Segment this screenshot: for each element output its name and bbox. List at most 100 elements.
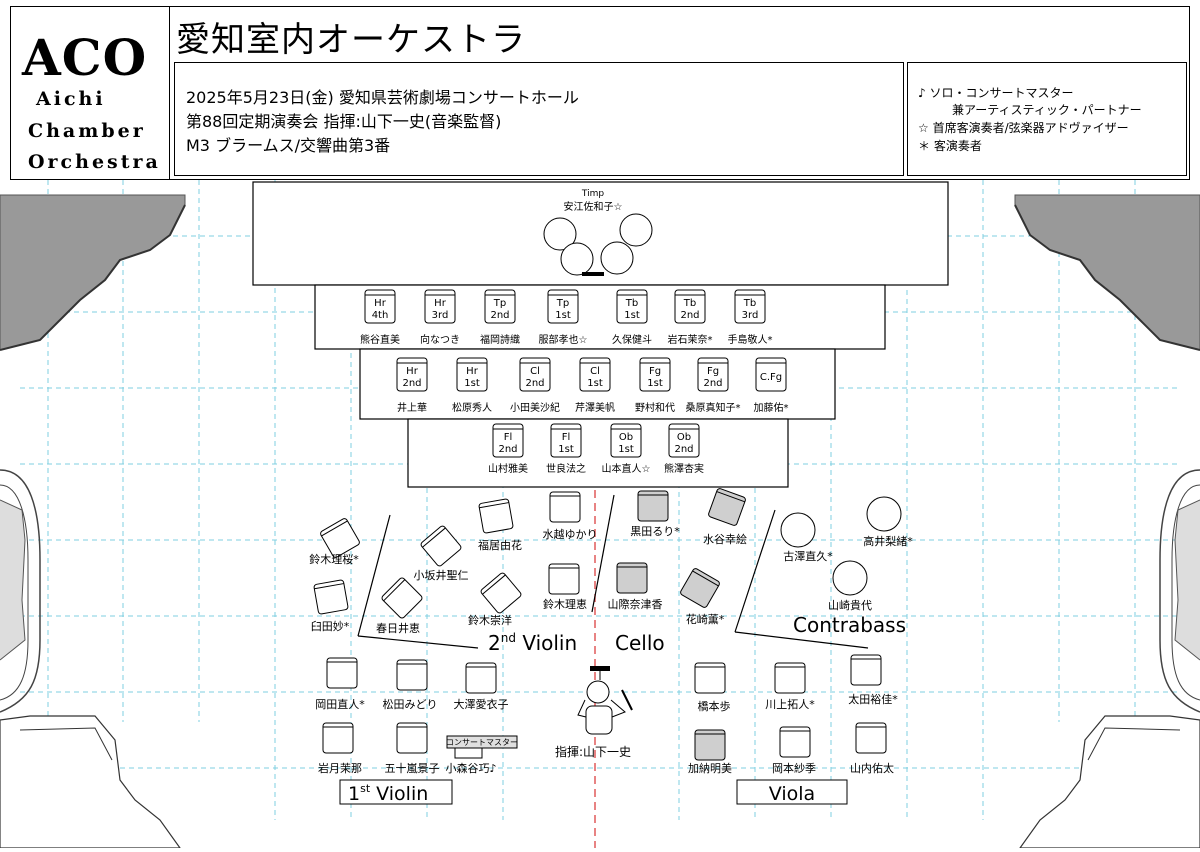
player-name: 橋本歩: [698, 699, 731, 713]
player-name: 黒田るり*: [630, 525, 680, 538]
music-stand-icon: [396, 722, 428, 754]
player-name: 福居由花: [478, 538, 522, 552]
instrument-label: Tp: [556, 298, 569, 309]
instrument-label: Fl: [562, 432, 571, 443]
player-name: 芹澤美帆: [575, 401, 615, 414]
part-label: 2nd: [703, 378, 722, 389]
string-player: 黒田るり*: [630, 490, 680, 538]
player-name: 服部孝也☆: [539, 333, 588, 346]
instrument-label: Fl: [504, 432, 513, 443]
music-stand-icon: [549, 491, 581, 523]
music-stand-icon: [550, 423, 582, 458]
music-stand-icon: [420, 525, 462, 567]
part-label: 2nd: [680, 310, 699, 321]
string-player: 鈴木理桜*: [309, 518, 360, 566]
player-name: 水越ゆかり: [543, 527, 598, 541]
player-name: 野村和代: [635, 401, 675, 414]
instrument-label: Hr: [374, 298, 387, 309]
label-viola: Viola: [769, 783, 815, 805]
player-name: 岡田直人*: [315, 697, 365, 711]
string-player: 花崎薫*: [680, 568, 725, 626]
contrabass-player: 古澤直久*: [780, 512, 833, 563]
player-name: 岩月茉那: [318, 761, 362, 775]
player-name: 川上拓人*: [765, 697, 815, 711]
instrument-label: Hr: [466, 366, 479, 377]
player-name: 小坂井聖仁: [414, 568, 469, 582]
player-name: 古澤直久*: [783, 549, 833, 563]
music-stand-icon: [639, 357, 671, 392]
music-stand-icon: [616, 289, 648, 324]
riser-woodwinds-front: [407, 418, 789, 488]
player-name: 山村雅美: [488, 462, 528, 475]
label-second-violin: 2nd Violin: [488, 631, 577, 655]
music-stand-icon: [674, 289, 706, 324]
music-stand-icon: [668, 423, 700, 458]
music-stand-icon: [616, 562, 648, 594]
player-name: 井上華: [397, 401, 427, 414]
player-name: 向なつき: [420, 333, 460, 346]
string-player: 大澤愛衣子: [454, 662, 509, 711]
string-player: 春日井恵: [376, 577, 423, 635]
part-label: 1st: [647, 378, 663, 389]
part-label: 2nd: [525, 378, 544, 389]
player-name: 久保健斗: [612, 333, 652, 346]
contrabass-icon: [866, 496, 902, 532]
player-name: 世良法之: [546, 462, 586, 475]
conductor-figure: [577, 666, 633, 735]
music-stand-icon: [484, 289, 516, 324]
logo-line-orchestra: Orchestra: [28, 151, 161, 173]
player-name: 桑原真知子*: [686, 401, 741, 414]
timpani-group: Timp 安江佐和子☆: [543, 189, 653, 276]
string-player: 鈴木理恵: [543, 563, 587, 611]
string-player: 福居由花: [478, 498, 522, 552]
page-title: 愛知室内オーケストラ: [176, 20, 526, 60]
player-name: 岡本紗季: [772, 761, 816, 775]
part-label: 3rd: [742, 310, 759, 321]
music-stand-icon: [480, 572, 522, 614]
player-name: 鈴木崇洋: [468, 613, 512, 627]
string-player: 岡田直人*: [315, 657, 365, 711]
timpani-drum: [543, 217, 577, 251]
string-player: 小坂井聖仁: [414, 525, 469, 582]
player-name: 小田美沙紀: [510, 401, 560, 414]
instrument-label: Ob: [677, 432, 691, 443]
player-name: 小森谷巧♪: [445, 761, 496, 775]
instrument-label: Hr: [434, 298, 447, 309]
string-player: 岡本紗季: [772, 726, 816, 775]
hall-wall-right: [1014, 194, 1200, 849]
player-name: 花崎薫*: [686, 612, 725, 626]
label-first-violin: 1st Violin: [348, 782, 428, 805]
string-player: 五十嵐景子: [385, 722, 440, 775]
music-stand-icon: [694, 662, 726, 694]
music-stand-icon: [456, 357, 488, 392]
timpani-drum: [560, 242, 594, 276]
music-stand-icon: [547, 289, 579, 324]
section-dividers: [357, 494, 869, 649]
string-player: 鈴木崇洋: [468, 572, 522, 627]
string-player: 松田みどり: [383, 659, 438, 711]
music-stand-icon: [708, 488, 746, 526]
instrument-label: Cl: [530, 366, 540, 377]
string-player: 水谷幸絵: [703, 488, 747, 546]
instrument-label: Fg: [649, 366, 661, 377]
player-name: 福岡詩織: [480, 333, 520, 346]
player-name: 水谷幸絵: [703, 532, 747, 546]
music-stand-icon: [322, 722, 354, 754]
player-name: 松原秀人: [452, 401, 492, 414]
music-stand-icon: [320, 518, 360, 558]
player-name: 鈴木理桜*: [309, 552, 359, 566]
music-stand-icon: [755, 357, 787, 392]
riser-brass: [314, 284, 886, 350]
music-stand-icon: [850, 654, 882, 686]
